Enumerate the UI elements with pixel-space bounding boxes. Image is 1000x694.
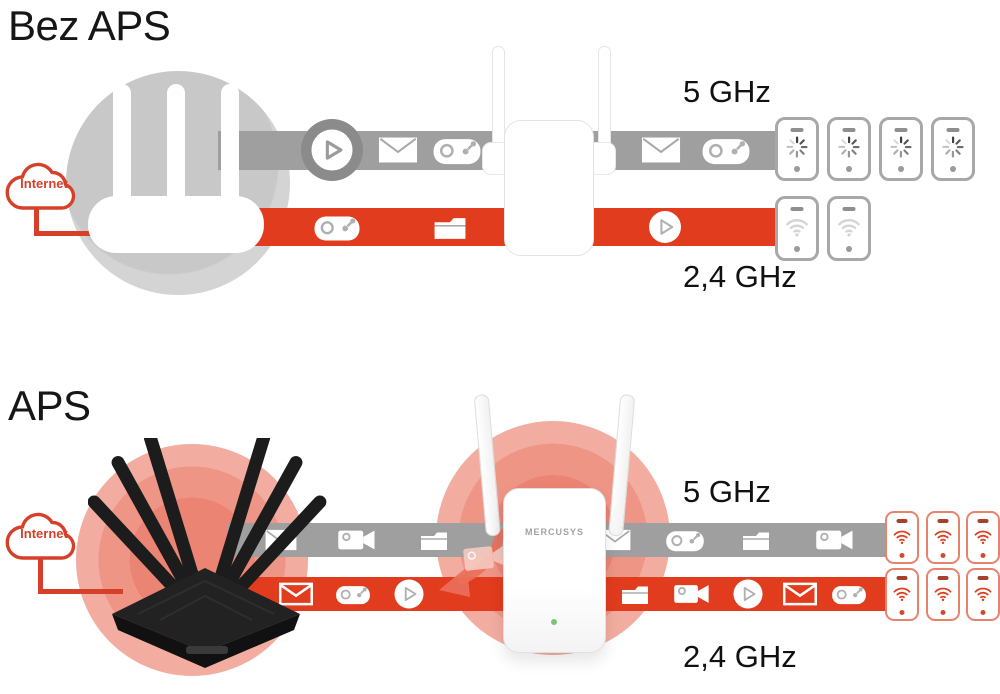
phone-speaker (896, 576, 908, 580)
extender-body-white (504, 120, 594, 256)
extender-led-icon (551, 619, 557, 625)
phone-speaker (790, 128, 804, 132)
phone-speaker (977, 576, 989, 580)
router-antenna-icon (167, 84, 185, 206)
label-24ghz-bottom: 2,4 GHz (683, 639, 797, 674)
spinner-icon (940, 133, 967, 160)
camera-icon (337, 520, 377, 560)
black-router (88, 438, 327, 668)
controller-icon (831, 576, 867, 612)
mailo-icon (278, 576, 314, 612)
internet-label: Internet (20, 526, 68, 541)
router-body-white (88, 196, 264, 253)
section-title-bez-aps: Bez APS (8, 2, 171, 49)
label-5ghz-top: 5 GHz (683, 74, 771, 109)
phone-device (827, 117, 871, 181)
phone-speaker (937, 576, 948, 580)
wifi-icon (836, 213, 863, 240)
wifi-icon (892, 582, 913, 603)
phone-home-button (899, 610, 905, 615)
cloud-icon (5, 162, 76, 210)
controller-icon (335, 576, 371, 612)
folder-icon (740, 524, 772, 556)
phone-speaker (842, 207, 856, 211)
phone-home-button (846, 166, 852, 172)
internet-link-line (34, 231, 94, 236)
phone-device (885, 511, 919, 564)
router-antenna-icon (221, 84, 239, 206)
internet-link-line (38, 557, 43, 593)
wifi-icon (932, 525, 953, 546)
wifi-icon (932, 582, 953, 603)
phone-home-button (846, 246, 852, 252)
controller-icon (432, 125, 482, 175)
mail-icon (640, 129, 682, 171)
wifi-icon (973, 582, 994, 603)
spinner-icon (836, 133, 863, 160)
phone-home-button (940, 553, 945, 558)
spinner-icon (784, 133, 811, 160)
phone-device (775, 196, 819, 261)
phone-home-button (794, 166, 800, 172)
phone-speaker (937, 519, 948, 523)
spinner-icon (888, 133, 915, 160)
phone-home-button (950, 166, 956, 172)
phone-home-button (898, 166, 904, 172)
phone-speaker (894, 128, 908, 132)
wifi-icon (892, 525, 913, 546)
phone-device (827, 196, 871, 261)
router-antenna-icon (113, 84, 131, 206)
phone-speaker (946, 128, 960, 132)
controller-icon (665, 520, 705, 560)
phone-home-button (980, 553, 986, 558)
phone-device (925, 568, 960, 621)
wifi-icon (973, 525, 994, 546)
band-steer-arrow-icon (439, 528, 505, 597)
extender-body-mercusys: MERCUSYS (503, 488, 606, 653)
phone-speaker (977, 519, 989, 523)
mailo-icon (782, 576, 818, 612)
label-24ghz-top: 2,4 GHz (683, 259, 797, 294)
controller-icon (701, 125, 751, 175)
phone-speaker (842, 128, 856, 132)
camera-icon (673, 575, 711, 613)
play-icon (733, 579, 763, 609)
wifi-icon (784, 213, 811, 240)
phone-device (879, 117, 923, 181)
play-icon (649, 211, 682, 244)
phone-home-button (794, 246, 800, 252)
internet-cloud: Internet (2, 504, 86, 566)
play-icon (394, 579, 424, 609)
playbadge-icon (301, 119, 363, 181)
phone-home-button (899, 553, 905, 558)
phone-speaker (790, 207, 804, 211)
section-title-aps: APS (8, 382, 91, 429)
phone-device (966, 568, 1000, 621)
phone-home-button (980, 610, 986, 615)
extender-brand-label: MERCUSYS (524, 527, 584, 537)
mail-icon (377, 129, 419, 171)
internet-cloud: Internet (2, 154, 86, 216)
internet-link-line (34, 207, 39, 235)
phone-device (966, 511, 1000, 564)
phone-speaker (896, 519, 908, 523)
phone-device (775, 117, 819, 181)
folder-icon (619, 578, 651, 610)
cloud-icon (5, 512, 76, 560)
phone-device (931, 117, 975, 181)
internet-label: Internet (20, 176, 68, 191)
phone-home-button (940, 610, 945, 615)
phone-device (885, 568, 919, 621)
internet-link-line (38, 589, 123, 594)
folder-icon (418, 524, 450, 556)
phone-device (925, 511, 960, 564)
label-5ghz-bottom: 5 GHz (683, 474, 771, 509)
folder-icon (431, 208, 469, 246)
camera-icon (815, 520, 855, 560)
controller-icon (313, 203, 361, 251)
extender-antenna-icon (598, 46, 611, 154)
